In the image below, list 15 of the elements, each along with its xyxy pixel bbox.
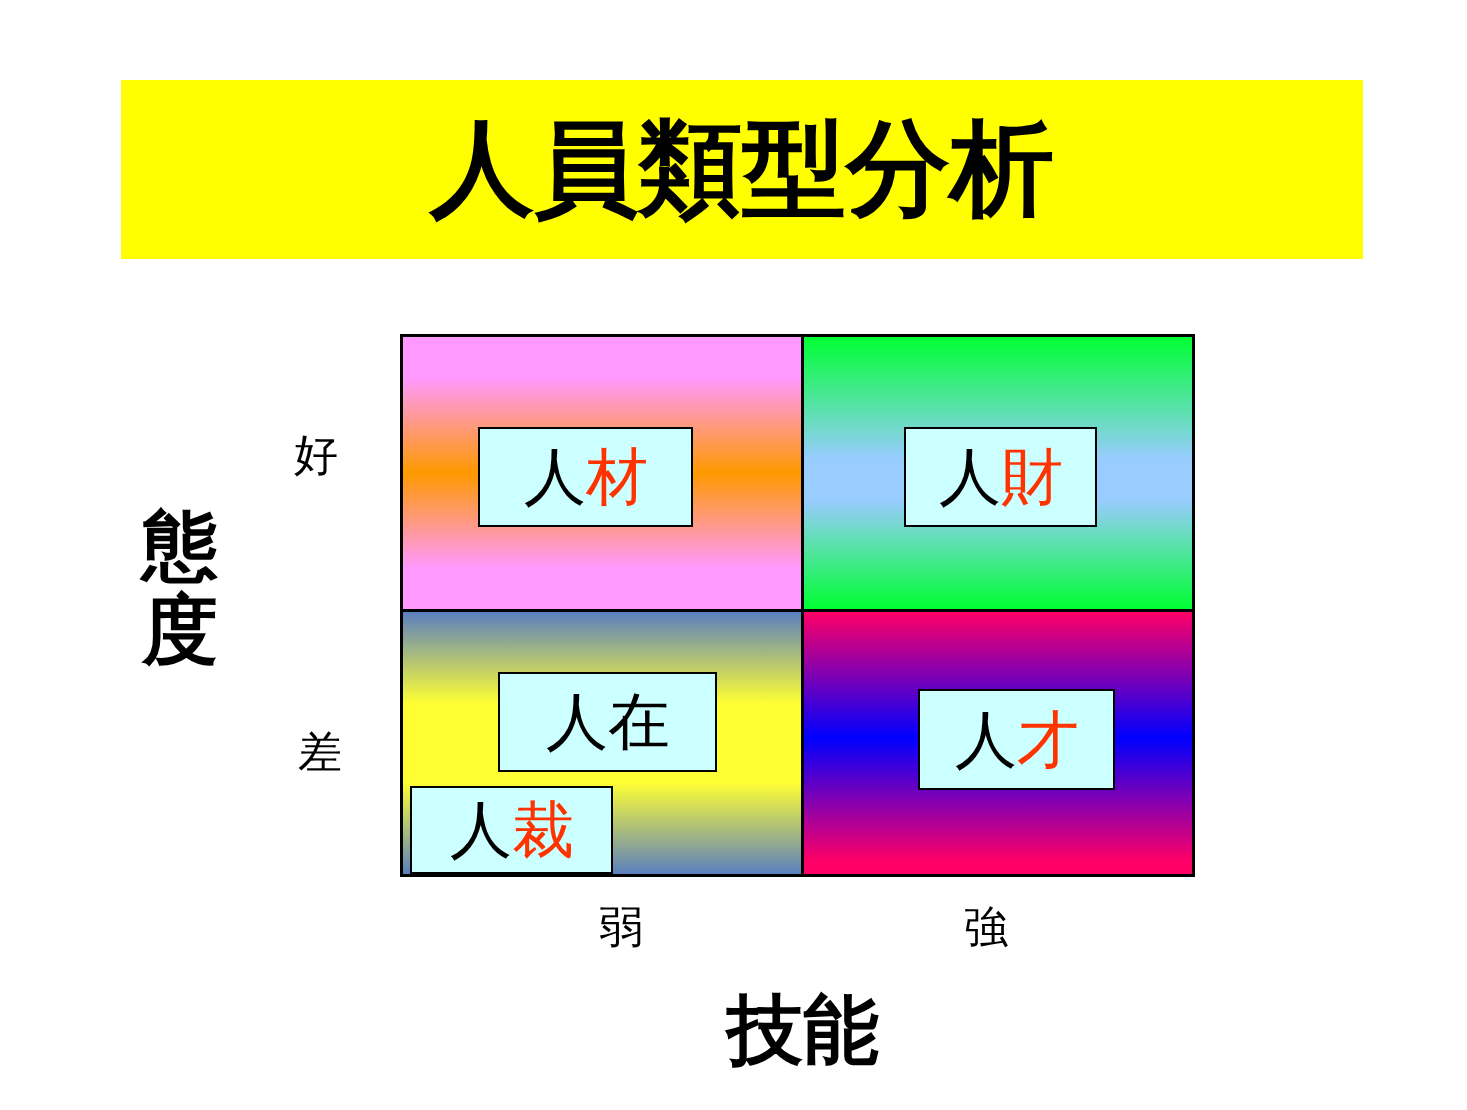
quadrant-panel bbox=[400, 334, 804, 612]
axis-label: 強 bbox=[964, 902, 1008, 952]
axis-label: 好 bbox=[294, 430, 338, 480]
axis-label: 弱 bbox=[599, 902, 643, 952]
title-banner: 人員類型分析 bbox=[121, 80, 1363, 259]
quadrant-panel bbox=[400, 609, 804, 877]
axis-label: 差 bbox=[298, 727, 342, 777]
axis-title: 技能 bbox=[727, 988, 879, 1072]
category-box: 人裁 bbox=[410, 786, 613, 874]
category-box: 人材 bbox=[478, 427, 693, 527]
category-box: 人財 bbox=[904, 427, 1097, 527]
quadrant-panel bbox=[801, 334, 1195, 612]
quadrant-panel bbox=[801, 609, 1195, 877]
category-box: 人才 bbox=[918, 689, 1115, 790]
category-box: 人在 bbox=[498, 672, 717, 772]
